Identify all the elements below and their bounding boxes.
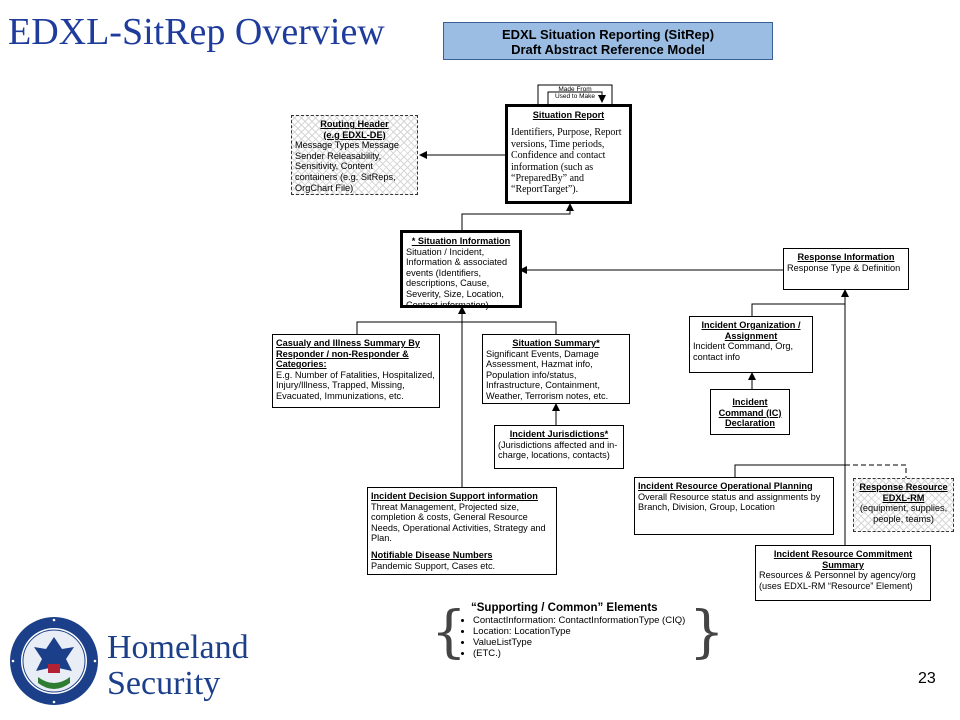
resource-planning-box: Incident Resource Operational Planning O…	[634, 477, 834, 535]
incident-command-title: Incident Command (IC) Declaration	[718, 397, 782, 429]
page-number: 23	[918, 670, 936, 687]
org-bus	[751, 303, 845, 316]
page-title: EDXL-SitRep Overview	[8, 11, 385, 53]
list-item: ContactInformation: ContactInformationTy…	[473, 615, 685, 626]
used-to-make-text: Used to Make	[554, 93, 596, 100]
decision-support-box: Incident Decision Support information Th…	[367, 487, 557, 575]
routing-header-title: Routing Header	[320, 119, 389, 129]
made-from-text: Made From	[558, 86, 592, 93]
resource-planning-title: Incident Resource Operational Planning	[638, 481, 813, 491]
resource-planning-bus	[734, 464, 845, 477]
resource-commitment-body: Resources & Personnel by agency/org (use…	[759, 570, 916, 591]
incident-jurisdictions-box: Incident Jurisdictions* (Jurisdictions a…	[494, 425, 624, 469]
model-banner-line1: EDXL Situation Reporting (SitRep)	[501, 27, 715, 42]
supporting-elements: { } “Supporting / Common” Elements Conta…	[431, 597, 725, 677]
list-item: ValueListType	[473, 637, 685, 648]
model-banner-line2: Draft Abstract Reference Model	[511, 42, 705, 57]
supporting-elements-title: “Supporting / Common” Elements	[471, 602, 658, 614]
incident-organization-title: Incident Organization / Assignment	[701, 320, 801, 341]
casualty-summary-box: Casualy and Illness Summary By Responder…	[272, 334, 440, 408]
casualty-summary-body: E.g. Number of Fatalities, Hospitalized,…	[276, 369, 435, 401]
dhs-seal-icon	[10, 617, 98, 705]
logo-line-1: Homeland	[107, 629, 249, 666]
incident-organization-body: Incident Command, Org, contact info	[693, 341, 794, 362]
routing-header-box: Routing Header (e.g EDXL-DE) Message Typ…	[291, 115, 418, 195]
notifiable-disease-body: Pandemic Support, Cases etc.	[371, 560, 496, 571]
left-brace-icon: {	[431, 600, 467, 665]
resource-commitment-box: Incident Resource Commitment Summary Res…	[755, 545, 931, 601]
situation-report-box: Situation Report Identifiers, Purpose, R…	[505, 104, 632, 204]
casualty-summary-bus	[356, 321, 557, 334]
notifiable-disease-title: Notifiable Disease Numbers	[371, 549, 493, 560]
list-item: (ETC.)	[473, 648, 685, 659]
situation-information-title: * Situation Information	[411, 236, 511, 246]
response-resource-body: (equipment, supplies, people, teams)	[859, 503, 948, 524]
model-banner: EDXL Situation Reporting (SitRep) Draft …	[443, 22, 773, 60]
response-resource-box: Response Resource EDXL-RM (equipment, su…	[853, 478, 954, 532]
situation-report-body: Identifiers, Purpose, Report versions, T…	[511, 127, 622, 196]
situation-info-to-report-connector	[461, 203, 574, 230]
situation-summary-body: Significant Events, Damage Assessment, H…	[486, 348, 609, 401]
situation-report-title: Situation Report	[532, 110, 605, 120]
incident-jurisdictions-title: Incident Jurisdictions*	[509, 429, 609, 439]
made-from-label: Made From Used to Make	[548, 86, 602, 100]
response-resource-bus	[845, 464, 907, 478]
casualty-summary-title: Casualy and Illness Summary By Responder…	[276, 338, 420, 370]
response-information-box: Response Information Response Type & Def…	[783, 248, 909, 290]
response-resource-subtitle: EDXL-RM	[882, 492, 925, 503]
self-reference-connector	[537, 84, 613, 104]
homeland-security-logo-text: Homeland Security	[107, 630, 249, 702]
response-information-body: Response Type & Definition	[787, 262, 901, 273]
incident-organization-box: Incident Organization / Assignment Incid…	[689, 316, 813, 373]
incident-jurisdictions-body: (Jurisdictions affected and in-charge, l…	[498, 439, 618, 461]
situation-summary-box: Situation Summary* Significant Events, D…	[482, 334, 630, 404]
list-item: Location: LocationType	[473, 626, 685, 637]
incident-command-box: Incident Command (IC) Declaration	[710, 389, 790, 435]
right-brace-icon: }	[689, 600, 725, 665]
response-resource-title: Response Resource	[859, 482, 948, 492]
routing-header-subtitle: (e.g EDXL-DE)	[323, 129, 386, 140]
situation-information-box: * Situation Information Situation / Inci…	[400, 230, 522, 310]
resource-commitment-title: Incident Resource Commitment Summary	[773, 549, 913, 570]
logo-line-2: Security	[107, 665, 221, 702]
situation-information-body: Situation / Incident, Information & asso…	[406, 246, 508, 310]
decision-support-title: Incident Decision Support information	[371, 491, 538, 501]
routing-header-body: Message Types Message Sender Releasabili…	[295, 140, 400, 193]
resource-planning-body: Overall Resource status and assignments …	[638, 491, 821, 513]
self-reference-connector-2	[547, 91, 606, 104]
supporting-elements-list: ContactInformation: ContactInformationTy…	[459, 615, 685, 659]
response-information-title: Response Information	[797, 252, 895, 262]
decision-support-body: Threat Management, Projected size, compl…	[371, 501, 546, 544]
situation-summary-title: Situation Summary*	[512, 338, 600, 348]
